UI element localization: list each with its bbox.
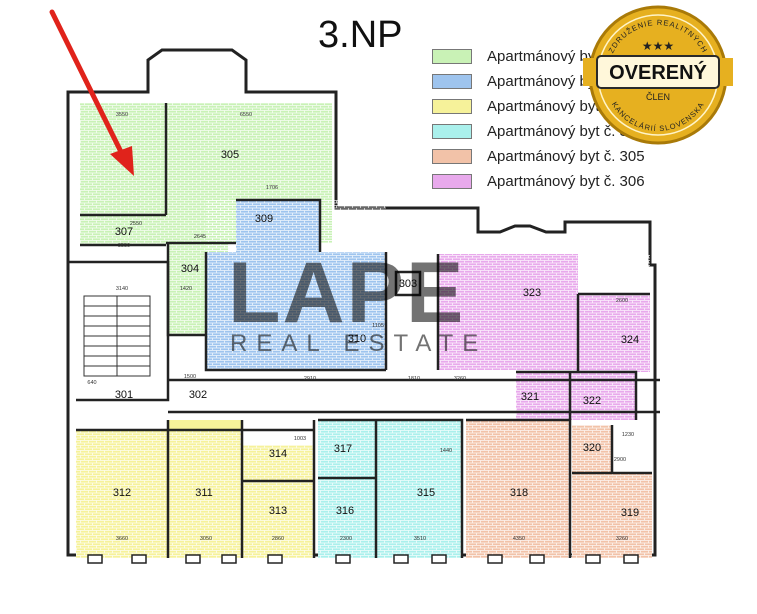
- apartment-304-fill: [318, 420, 462, 558]
- svg-text:1706: 1706: [266, 185, 278, 191]
- svg-text:2600: 2600: [616, 298, 628, 304]
- room-303: 303: [399, 278, 417, 290]
- svg-text:2910: 2910: [304, 376, 316, 382]
- room-315: 315: [417, 487, 435, 499]
- floor-title: 3.NP: [318, 14, 403, 56]
- room-323: 323: [523, 287, 541, 299]
- seal-stars: ★★★: [642, 39, 674, 53]
- room-309: 309: [255, 213, 273, 225]
- room-301: 301: [115, 389, 133, 401]
- svg-text:3260: 3260: [616, 536, 628, 542]
- svg-text:3660: 3660: [116, 536, 128, 542]
- room-320: 320: [583, 442, 601, 454]
- interior-walls: [68, 103, 660, 558]
- svg-text:640: 640: [87, 380, 96, 386]
- room-313: 313: [269, 505, 287, 517]
- legend-swatch: [432, 174, 472, 189]
- svg-text:1420: 1420: [180, 286, 192, 292]
- room-314: 314: [269, 448, 287, 460]
- legend-item: Apartmánový byt č. 304: [432, 119, 645, 144]
- legend-label: Apartmánový byt č. 306: [487, 173, 645, 190]
- svg-text:1105: 1105: [372, 323, 384, 329]
- legend-swatch: [432, 49, 472, 64]
- room-labels: 305 307 309 304 303 310 301 302 323 324 …: [113, 149, 639, 519]
- seal-main: OVERENÝ: [609, 60, 707, 84]
- legend-swatch: [432, 149, 472, 164]
- room-321: 321: [521, 391, 539, 403]
- legend-item: Apartmánový byt č. 305: [432, 144, 645, 169]
- svg-text:1810: 1810: [408, 376, 420, 382]
- red-arrow-icon: [49, 9, 134, 176]
- facade-windows: [87, 554, 639, 564]
- room-302: 302: [189, 389, 207, 401]
- room-310: 310: [348, 333, 366, 345]
- staircase: [83, 295, 151, 377]
- svg-text:2300: 2300: [340, 536, 352, 542]
- legend-swatch: [432, 124, 472, 139]
- svg-text:1440: 1440: [440, 448, 452, 454]
- building-outline: [66, 48, 657, 557]
- svg-text:1230: 1230: [622, 432, 634, 438]
- svg-text:3260: 3260: [454, 376, 466, 382]
- svg-text:4350: 4350: [513, 536, 525, 542]
- watermark-logo: LAPE: [228, 245, 466, 341]
- legend-item: Apartmánový byt č. 306: [432, 169, 645, 194]
- svg-text:2645: 2645: [194, 234, 206, 240]
- svg-text:3050: 3050: [200, 536, 212, 542]
- apartment-305-fill: [466, 420, 652, 558]
- seal-sub: ČLEN: [646, 92, 670, 102]
- room-316: 316: [336, 505, 354, 517]
- svg-text:3550: 3550: [116, 112, 128, 118]
- legend-swatch: [432, 99, 472, 114]
- room-324: 324: [621, 334, 639, 346]
- room-311: 311: [195, 487, 213, 499]
- room-322: 322: [583, 395, 601, 407]
- room-305: 305: [221, 149, 239, 161]
- apartment-302-fill: [206, 200, 386, 370]
- verified-member-seal: OVERENÝ ★★★ ČLEN ZDRUŽENIE REALITNÝCH KA…: [583, 5, 733, 145]
- svg-text:2550: 2550: [130, 221, 142, 227]
- svg-text:3550: 3550: [118, 243, 130, 249]
- legend-label: Apartmánový byt č. 304: [487, 123, 645, 140]
- svg-text:3140: 3140: [116, 286, 128, 292]
- svg-text:2860: 2860: [272, 536, 284, 542]
- legend-swatch: [432, 74, 472, 89]
- svg-text:1500: 1500: [184, 374, 196, 380]
- svg-text:6550: 6550: [240, 112, 252, 118]
- svg-text:2900: 2900: [614, 457, 626, 463]
- legend-label: Apartmánový byt č. 305: [487, 148, 645, 165]
- room-307: 307: [115, 226, 133, 238]
- svg-text:3510: 3510: [414, 536, 426, 542]
- room-319: 319: [621, 507, 639, 519]
- room-317: 317: [334, 443, 352, 455]
- room-312: 312: [113, 487, 131, 499]
- dimension-labels: 3550 6550 1706 2645 2550 3550 3140 640 1…: [87, 112, 634, 542]
- room-318: 318: [510, 487, 528, 499]
- watermark-tagline: REAL ESTATE: [230, 330, 488, 357]
- apartment-303-fill: [76, 420, 314, 558]
- room-304: 304: [181, 263, 199, 275]
- svg-text:1003: 1003: [294, 436, 306, 442]
